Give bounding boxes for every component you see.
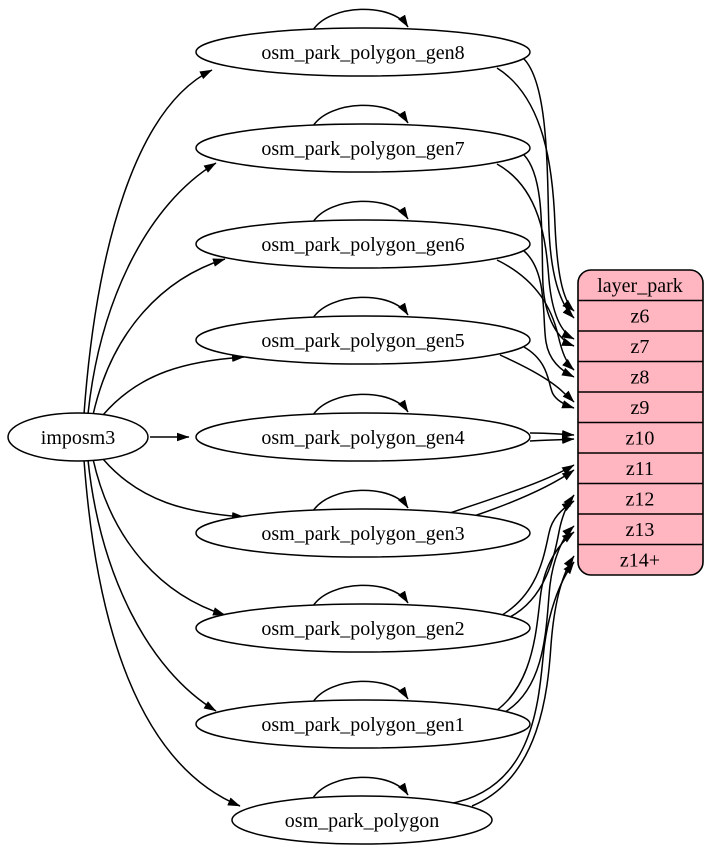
node-osm_park_polygon_gen4: osm_park_polygon_gen4 xyxy=(195,412,531,462)
layer-row-z12: z12 xyxy=(626,489,655,511)
gen4-ellipse xyxy=(195,412,531,462)
layer-row-z7: z7 xyxy=(631,336,650,358)
self-loop-gen5 xyxy=(312,296,409,319)
osm_park_polygon-label: osm_park_polygon xyxy=(285,810,439,832)
node-osm_park_polygon_gen2: osm_park_polygon_gen2 xyxy=(195,603,531,653)
edge-gen3-z11-b xyxy=(473,469,575,517)
layer-park-table: layer_park z6 z7 z8 z9 z10 z11 z12 z13 z… xyxy=(577,269,704,576)
edge-osm_park_polygon-z14-b xyxy=(447,561,575,805)
layer-row-z14: z14+ xyxy=(620,550,660,572)
edge-gen7-z7-b xyxy=(523,154,575,347)
edge-imposm3-gen6 xyxy=(92,258,226,416)
self-loop-gen7 xyxy=(312,104,409,127)
self-loop-gen8 xyxy=(312,8,409,31)
gen3-label: osm_park_polygon_gen3 xyxy=(261,523,464,545)
layer-row-z6: z6 xyxy=(631,306,650,328)
edge-gen6-z8-a xyxy=(496,259,575,371)
layer-row-z11: z11 xyxy=(626,458,654,480)
gen1-ellipse xyxy=(195,699,531,749)
layer-row-z10: z10 xyxy=(626,428,655,450)
osm_park_polygon-ellipse xyxy=(231,795,493,845)
edge-gen4-z10-a xyxy=(529,429,575,439)
node-osm_park_polygon_gen8: osm_park_polygon_gen8 xyxy=(195,27,531,77)
gen2-label: osm_park_polygon_gen2 xyxy=(261,618,464,640)
node-osm_park_polygon_gen3: osm_park_polygon_gen3 xyxy=(195,508,531,558)
gen7-ellipse xyxy=(195,123,531,173)
node-osm_park_polygon_gen7: osm_park_polygon_gen7 xyxy=(195,123,531,173)
gen6-label: osm_park_polygon_gen6 xyxy=(261,234,464,256)
self-loop-gen2 xyxy=(312,584,409,607)
layer-row-z13: z13 xyxy=(626,519,655,541)
edge-gen6-z8-b xyxy=(523,250,575,378)
self-loop-osm_park_polygon xyxy=(312,776,409,799)
edge-gen3-z11-a xyxy=(449,464,575,514)
edge-imposm3-gen1 xyxy=(87,459,217,712)
gen2-ellipse xyxy=(195,603,531,653)
gen7-label: osm_park_polygon_gen7 xyxy=(261,138,464,160)
layer-park-title: layer_park xyxy=(597,275,683,297)
gen4-label: osm_park_polygon_gen4 xyxy=(261,427,464,449)
layer-row-z8: z8 xyxy=(631,367,650,389)
edge-imposm3-gen2 xyxy=(92,458,226,616)
edge-gen2-z12-b xyxy=(487,500,575,623)
edge-imposm3-gen5 xyxy=(102,353,245,416)
edge-gen1-z13-b xyxy=(481,531,575,720)
self-loop-gen4 xyxy=(312,393,409,416)
self-loops xyxy=(312,8,409,799)
imposm3-label: imposm3 xyxy=(41,427,115,449)
edge-osm_park_polygon-z14-a xyxy=(471,555,575,807)
edge-gen2-z12-a xyxy=(509,494,575,618)
gen8-ellipse xyxy=(195,27,531,77)
node-osm_park_polygon: osm_park_polygon xyxy=(231,795,493,845)
edge-gen7-z7-a xyxy=(496,163,575,340)
node-osm_park_polygon_gen6: osm_park_polygon_gen6 xyxy=(195,219,531,269)
edge-gen8-z6-b xyxy=(523,58,575,319)
gen3-ellipse xyxy=(195,508,531,558)
edge-imposm3-gen7 xyxy=(87,162,217,415)
self-loop-gen1 xyxy=(312,680,409,703)
gen5-ellipse xyxy=(195,315,531,365)
gen5-label: osm_park_polygon_gen5 xyxy=(261,330,464,352)
edge-gen5-z9-a xyxy=(499,354,575,403)
gen6-ellipse xyxy=(195,219,531,269)
self-loop-gen3 xyxy=(312,489,409,512)
node-imposm3: imposm3 xyxy=(7,412,149,462)
gen1-label: osm_park_polygon_gen1 xyxy=(261,714,464,736)
edge-imposm3-gen3 xyxy=(102,458,245,521)
edge-gen8-z6-a xyxy=(496,67,575,312)
node-osm_park_polygon_gen1: osm_park_polygon_gen1 xyxy=(195,699,531,749)
gen8-label: osm_park_polygon_gen8 xyxy=(261,42,464,64)
imposm3-ellipse xyxy=(7,412,149,462)
edge-gen4-z10-b xyxy=(529,435,575,445)
edge-gen5-z9-b xyxy=(523,346,575,409)
edges-to-layer xyxy=(447,58,575,807)
node-osm_park_polygon_gen5: osm_park_polygon_gen5 xyxy=(195,315,531,365)
edges-from-source xyxy=(83,69,245,807)
edge-imposm3-osm_park_polygon xyxy=(83,459,241,807)
self-loop-gen6 xyxy=(312,200,409,223)
edge-imposm3-gen8 xyxy=(83,69,213,415)
layer-row-z9: z9 xyxy=(631,397,650,419)
